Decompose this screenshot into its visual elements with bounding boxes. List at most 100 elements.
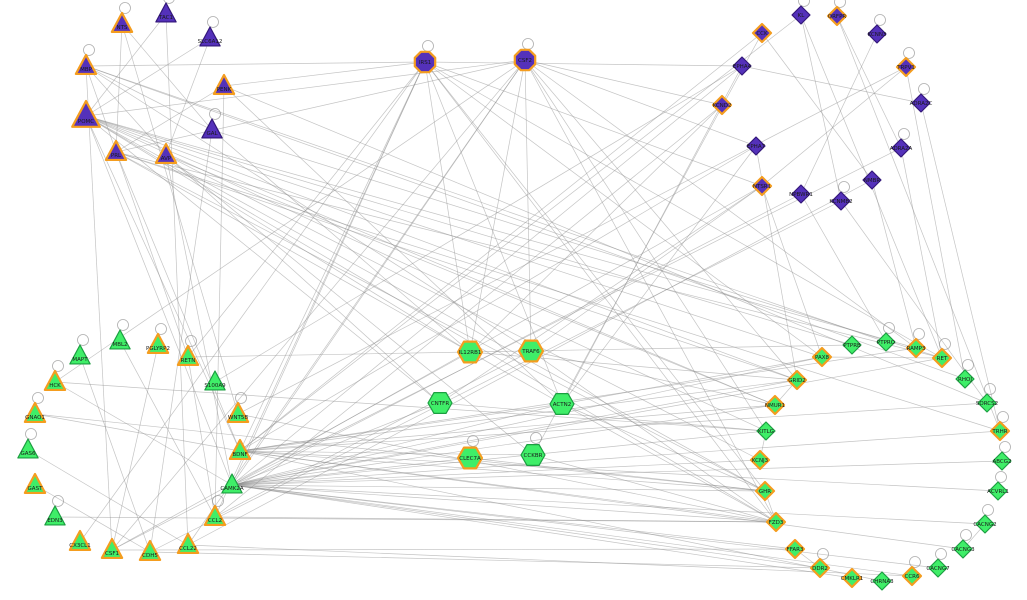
- self-loop-edge: [32, 392, 44, 404]
- node-label: MAPT: [72, 357, 88, 363]
- self-loop-edge: [25, 428, 37, 440]
- graph-node-CACNG3[interactable]: [953, 539, 973, 559]
- graph-node-IL12RB1[interactable]: [456, 340, 484, 364]
- graph-node-MBP[interactable]: [74, 53, 98, 76]
- graph-node-NTSR1[interactable]: [751, 175, 773, 197]
- graph-node-ACTN2[interactable]: [549, 393, 575, 415]
- graph-node-SORCS2[interactable]: [977, 393, 997, 413]
- graph-node-PAX8[interactable]: [811, 346, 833, 368]
- graph-node-NMUR1[interactable]: [764, 394, 786, 416]
- node-label: CACNG7: [926, 566, 950, 572]
- self-loop-edge: [962, 359, 974, 371]
- graph-node-ADRA2C[interactable]: [911, 93, 931, 113]
- graph-node-CMKLR1[interactable]: [841, 567, 863, 589]
- graph-node-AVP[interactable]: [154, 142, 178, 165]
- graph-edge: [761, 185, 823, 358]
- graph-node-WNT5B[interactable]: [226, 401, 250, 424]
- node-label: CAMK2A: [220, 486, 243, 492]
- graph-node-CCR6[interactable]: [901, 565, 923, 587]
- graph-node-PENK[interactable]: [212, 73, 236, 96]
- graph-node-MBL2[interactable]: [109, 329, 131, 350]
- graph-node-TRPV1[interactable]: [895, 56, 917, 78]
- graph-node-GNAO1[interactable]: [23, 401, 47, 424]
- node-label: PENK: [217, 87, 232, 93]
- graph-node-RET[interactable]: [931, 347, 953, 369]
- graph-edge: [800, 193, 887, 343]
- graph-node-CCK[interactable]: [751, 22, 773, 44]
- graph-node-PTPRB[interactable]: [842, 335, 862, 355]
- graph-node-QRFPR[interactable]: [826, 5, 848, 27]
- graph-node-CHRNA3[interactable]: [872, 571, 892, 591]
- node-label: KCNN3: [868, 32, 887, 38]
- graph-edge: [111, 351, 471, 551]
- graph-node-CAMK2A[interactable]: [221, 473, 243, 494]
- graph-node-KITLG[interactable]: [756, 421, 776, 441]
- graph-node-KCNJ3[interactable]: [749, 449, 771, 471]
- graph-node-KCND2[interactable]: [711, 94, 733, 116]
- graph-node-ABCG2[interactable]: [992, 451, 1012, 471]
- graph-node-NMBR[interactable]: [862, 170, 882, 190]
- graph-edge: [231, 484, 777, 523]
- graph-node-NTS[interactable]: [110, 11, 134, 34]
- graph-edge: [54, 516, 777, 523]
- graph-node-IRS1[interactable]: [413, 50, 437, 74]
- graph-node-EPHA7[interactable]: [746, 136, 766, 156]
- node-label: CSF2: [518, 58, 532, 64]
- graph-node-KL[interactable]: [791, 5, 811, 25]
- graph-edge: [231, 430, 1001, 486]
- graph-node-GRID2[interactable]: [786, 369, 808, 391]
- graph-node-RHOJ[interactable]: [955, 369, 975, 389]
- graph-node-EDN3[interactable]: [44, 505, 66, 526]
- graph-node-GAST[interactable]: [23, 472, 47, 495]
- graph-node-TAC1[interactable]: [155, 2, 177, 23]
- graph-node-PGLYRP2[interactable]: [146, 332, 170, 355]
- graph-node-GHR[interactable]: [754, 480, 776, 502]
- graph-node-NPBWR1[interactable]: [791, 184, 811, 204]
- graph-node-PTPRO[interactable]: [876, 332, 896, 352]
- graph-node-CDH5[interactable]: [138, 539, 162, 562]
- graph-node-ADRA2A[interactable]: [891, 138, 911, 158]
- graph-node-S100A9[interactable]: [204, 370, 226, 391]
- graph-node-KCNN3[interactable]: [867, 24, 887, 44]
- graph-node-PRL[interactable]: [104, 139, 128, 162]
- graph-node-TRAF6[interactable]: [517, 339, 545, 363]
- graph-node-HCK[interactable]: [43, 369, 67, 392]
- graph-edge: [231, 484, 796, 550]
- graph-node-CNTFR[interactable]: [427, 392, 453, 414]
- graph-node-RAMP3[interactable]: [905, 337, 927, 359]
- graph-node-EPHA4[interactable]: [732, 56, 752, 76]
- graph-node-CACNG2[interactable]: [975, 514, 995, 534]
- graph-edge: [469, 59, 526, 353]
- node-label: MBP: [80, 67, 93, 73]
- graph-edge: [223, 61, 426, 87]
- node-label: CMKLR1: [841, 576, 864, 582]
- node-label: KITLG: [758, 429, 774, 435]
- graph-node-POMC[interactable]: [71, 99, 101, 128]
- graph-node-SLC6A12[interactable]: [199, 26, 221, 47]
- graph-node-CSF2[interactable]: [513, 48, 537, 72]
- self-loop-edge: [939, 338, 951, 350]
- graph-node-GAL[interactable]: [201, 118, 223, 139]
- graph-node-CCL2[interactable]: [203, 504, 227, 527]
- graph-node-MAPT[interactable]: [69, 344, 91, 365]
- graph-node-CCKBR[interactable]: [520, 444, 546, 466]
- node-label: EPHA4: [733, 64, 752, 70]
- graph-node-KCNMB2[interactable]: [831, 191, 851, 211]
- graph-node-BDNF[interactable]: [228, 438, 252, 461]
- graph-node-DDR2[interactable]: [809, 557, 831, 579]
- graph-node-CLEC7A[interactable]: [456, 446, 484, 470]
- graph-edge: [165, 154, 441, 404]
- graph-node-FFAR3[interactable]: [784, 538, 806, 560]
- graph-node-GAS6[interactable]: [17, 438, 39, 459]
- graph-node-CACNG7[interactable]: [928, 558, 948, 578]
- self-loop-edge: [185, 335, 197, 347]
- graph-node-FZD3[interactable]: [765, 511, 787, 533]
- graph-node-RETN[interactable]: [176, 344, 200, 367]
- graph-node-CX3CL1[interactable]: [68, 529, 92, 552]
- graph-node-ACVRL1[interactable]: [988, 481, 1008, 501]
- graph-node-CCL22[interactable]: [176, 532, 200, 555]
- graph-edge: [231, 484, 853, 579]
- graph-node-CSF1[interactable]: [100, 537, 124, 560]
- graph-node-TRHR[interactable]: [989, 420, 1011, 442]
